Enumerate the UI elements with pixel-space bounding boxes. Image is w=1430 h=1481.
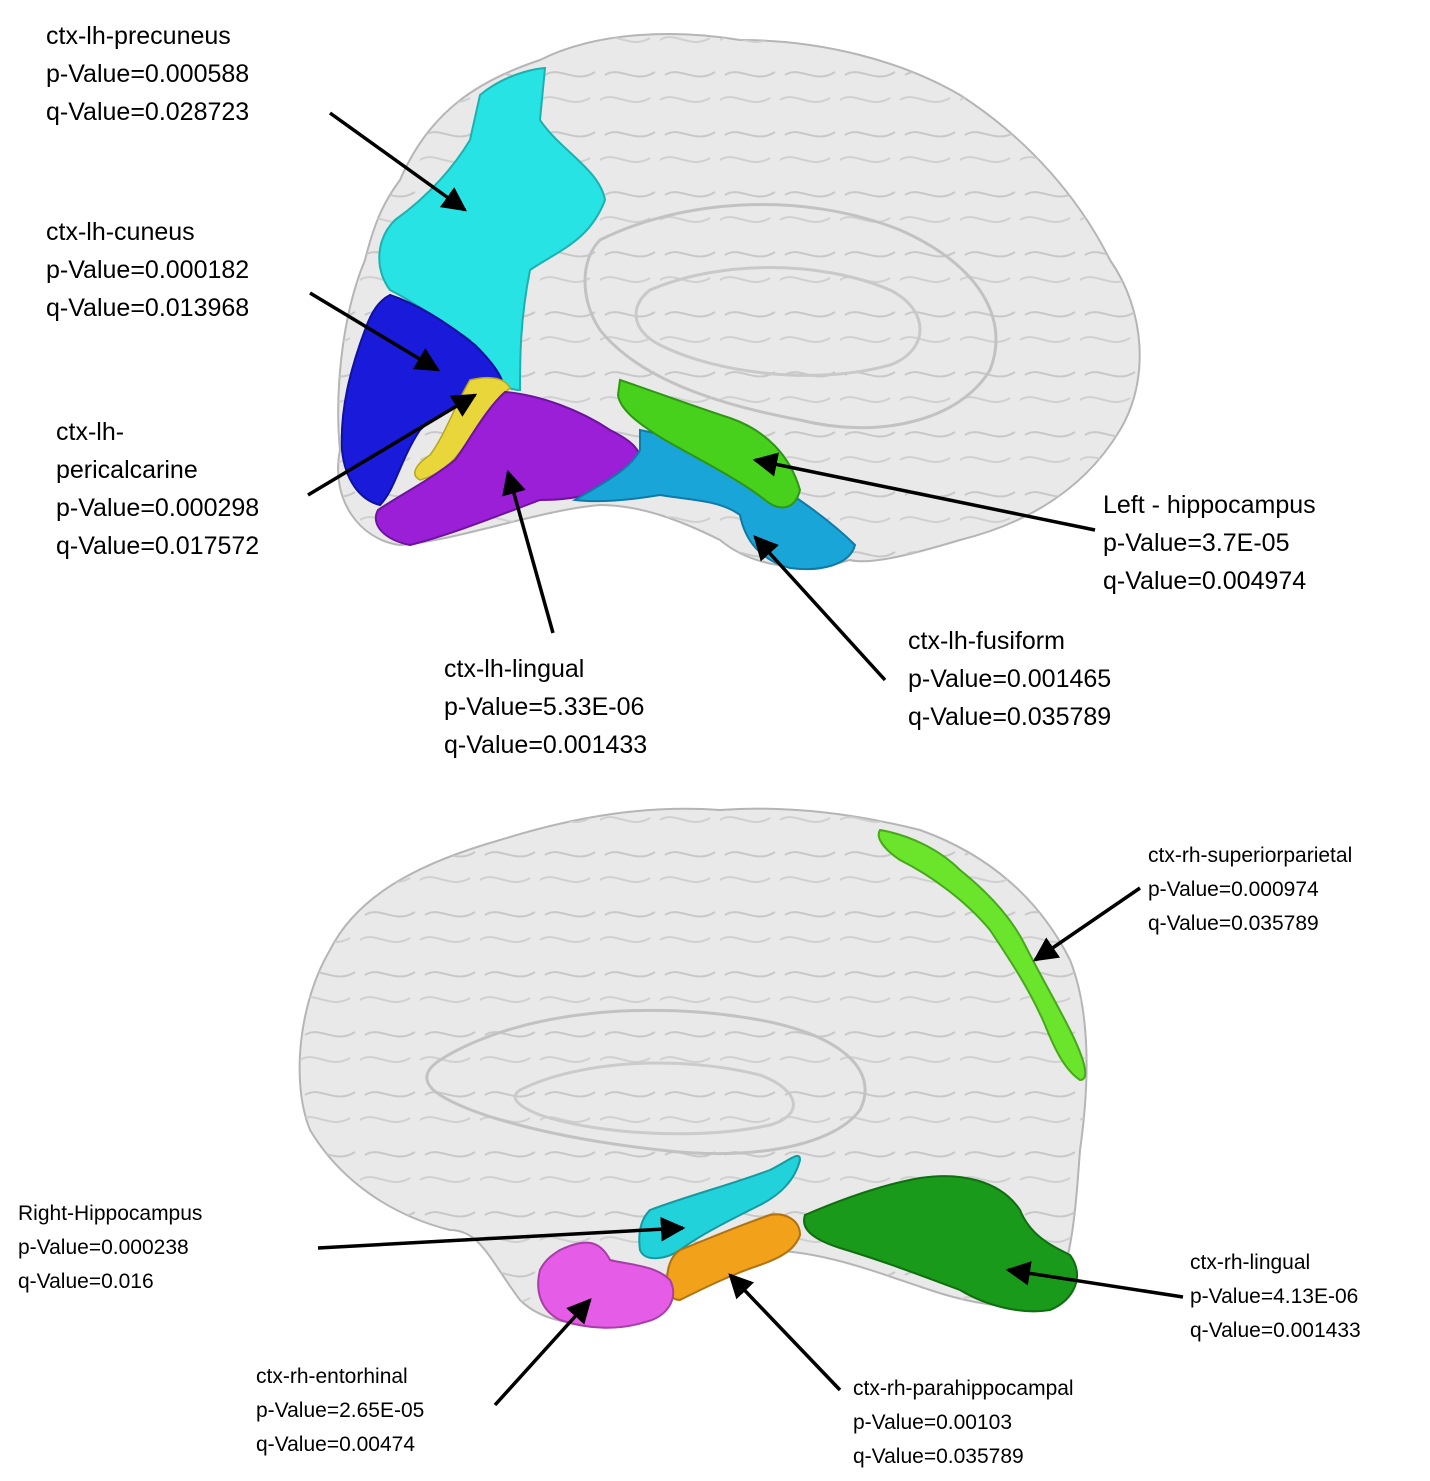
arrow-lh-hippocampus — [752, 452, 1096, 532]
arrow-rh-lingual — [1005, 1261, 1184, 1299]
p-value: p-Value=0.000298 — [56, 494, 260, 522]
label-lh-fusiform: ctx-lh-fusiform p-Value=0.001465 q-Value… — [908, 622, 1111, 736]
arrow-rh-superiorparietal — [1032, 886, 1141, 962]
region-name: ctx-rh-parahippocampal — [853, 1377, 1074, 1400]
arrow-lh-cuneus — [309, 291, 441, 372]
region-name: ctx-lh-cuneus — [46, 218, 195, 246]
lh-inner-gyrus-outline — [583, 203, 998, 430]
label-lh-precuneus: ctx-lh-precuneus p-Value=0.000588 q-Valu… — [46, 17, 249, 131]
q-value: q-Value=0.00474 — [256, 1433, 415, 1456]
arrow-lh-lingual — [502, 469, 555, 634]
q-value: q-Value=0.035789 — [1148, 912, 1319, 935]
arrow-lh-precuneus — [328, 111, 467, 212]
p-value: p-Value=5.33E-06 — [444, 693, 645, 721]
arrow-rh-entorhinal — [493, 1298, 592, 1407]
label-rh-superiorparietal: ctx-rh-superiorparietal p-Value=0.000974… — [1148, 839, 1352, 941]
lh-corpus-callosum-outline — [634, 266, 922, 377]
region-name: ctx-rh-lingual — [1190, 1251, 1311, 1274]
p-value: p-Value=0.00103 — [853, 1411, 1012, 1434]
q-value: q-Value=0.035789 — [908, 703, 1112, 731]
right-hemisphere-medial-view — [298, 807, 1088, 1329]
arrow-rh-hippocampus — [317, 1216, 686, 1250]
region-name: ctx-lh-lingual — [444, 655, 585, 683]
p-value: p-Value=0.000588 — [46, 60, 250, 88]
q-value: q-Value=0.004974 — [1103, 567, 1307, 595]
label-lh-pericalcarine: ctx-lh- pericalcarine p-Value=0.000298 q… — [56, 413, 259, 565]
label-rh-hippocampus: Right-Hippocampus p-Value=0.000238 q-Val… — [18, 1197, 202, 1299]
label-lh-cuneus: ctx-lh-cuneus p-Value=0.000182 q-Value=0… — [46, 213, 249, 327]
rh-corpus-callosum-outline — [425, 1008, 867, 1156]
left-hemisphere-medial-view — [337, 33, 1141, 571]
p-value: p-Value=4.13E-06 — [1190, 1285, 1359, 1308]
region-name-line1: ctx-lh- — [56, 418, 125, 446]
region-name: ctx-rh-entorhinal — [256, 1365, 408, 1388]
q-value: q-Value=0.017572 — [56, 532, 260, 560]
rh-superiorparietal-region — [877, 828, 1087, 1082]
q-value: q-Value=0.016 — [18, 1270, 154, 1293]
q-value: q-Value=0.013968 — [46, 294, 250, 322]
arrow-rh-parahippocampal — [728, 1273, 842, 1392]
region-name: ctx-rh-superiorparietal — [1148, 844, 1353, 867]
rh-inner-gyrus-outline — [513, 1061, 795, 1136]
q-value: q-Value=0.028723 — [46, 98, 250, 126]
label-lh-lingual: ctx-lh-lingual p-Value=5.33E-06 q-Value=… — [444, 650, 647, 764]
p-value: p-Value=0.000238 — [18, 1236, 189, 1259]
p-value: p-Value=0.000974 — [1148, 878, 1319, 901]
p-value: p-Value=2.65E-05 — [256, 1399, 425, 1422]
q-value: q-Value=0.035789 — [853, 1445, 1024, 1468]
annotation-arrows — [307, 111, 1184, 1407]
p-value: p-Value=0.001465 — [908, 665, 1112, 693]
region-name: ctx-lh-precuneus — [46, 22, 231, 50]
p-value: p-Value=3.7E-05 — [1103, 529, 1290, 557]
region-name: Left - hippocampus — [1103, 491, 1316, 519]
p-value: p-Value=0.000182 — [46, 256, 250, 284]
label-rh-lingual: ctx-rh-lingual p-Value=4.13E-06 q-Value=… — [1190, 1246, 1361, 1348]
q-value: q-Value=0.001433 — [1190, 1319, 1361, 1342]
arrow-lh-fusiform — [753, 535, 887, 682]
label-lh-hippocampus: Left - hippocampus p-Value=3.7E-05 q-Val… — [1103, 486, 1316, 600]
rh-parahippocampal-region — [665, 1213, 802, 1302]
lh-precuneus-region — [378, 66, 607, 392]
arrow-lh-pericalcarine — [307, 393, 478, 497]
label-rh-entorhinal: ctx-rh-entorhinal p-Value=2.65E-05 q-Val… — [256, 1360, 424, 1462]
label-rh-parahippocampal: ctx-rh-parahippocampal p-Value=0.00103 q… — [853, 1372, 1074, 1474]
q-value: q-Value=0.001433 — [444, 731, 648, 759]
lh-lingual-region — [375, 390, 642, 547]
region-name-line2: pericalcarine — [56, 456, 198, 484]
region-name: ctx-lh-fusiform — [908, 627, 1065, 655]
region-name: Right-Hippocampus — [18, 1202, 203, 1225]
